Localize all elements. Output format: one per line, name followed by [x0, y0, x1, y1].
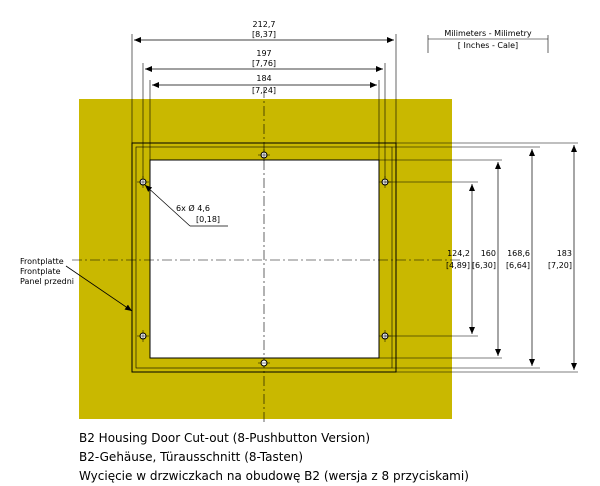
hole-callout: 6x Ø 4,6 [0,18]: [144, 184, 228, 227]
dim-height-inner-mm: 124,2: [447, 249, 470, 258]
dim-width-mid: 197 [7,76]: [145, 49, 383, 72]
dim-height-a: 160 [6,30]: [472, 162, 501, 356]
dim-height-c-in: [7,20]: [548, 261, 572, 270]
dim-height-b-mm: 168,6: [507, 249, 530, 258]
dim-width-outer: 212,7 [8,37]: [134, 20, 394, 43]
caption-german: B2-Gehäuse, Türausschnitt (8-Tasten): [79, 450, 304, 464]
frontplate-label-de: Frontplatte: [20, 257, 64, 266]
dim-height-inner: 124,2 [4,89]: [446, 184, 475, 334]
dim-width-inner: 184 [7,24]: [152, 74, 377, 95]
dim-height-c: 183 [7,20]: [548, 145, 577, 370]
dim-width-outer-in: [8,37]: [252, 30, 276, 39]
hole-callout-in: [0,18]: [196, 215, 220, 224]
dim-height-a-in: [6,30]: [472, 261, 496, 270]
legend-mm: Milimeters - Milimetry: [444, 29, 531, 38]
dim-width-inner-in: [7,24]: [252, 86, 276, 95]
frontplate-label-en: Frontplate: [20, 267, 61, 276]
dim-height-b: 168,6 [6,64]: [506, 149, 535, 366]
dim-width-mid-in: [7,76]: [252, 59, 276, 68]
dim-height-inner-in: [4,89]: [446, 261, 470, 270]
dim-height-b-in: [6,64]: [506, 261, 530, 270]
dim-height-c-mm: 183: [557, 249, 572, 258]
dim-width-inner-mm: 184: [256, 74, 271, 83]
units-legend: Milimeters - Milimetry [ Inches - Cale]: [427, 29, 549, 53]
legend-in: [ Inches - Cale]: [458, 41, 518, 50]
dim-width-outer-mm: 212,7: [253, 20, 276, 29]
door-cutout: [149, 159, 380, 359]
hole-callout-mm: 6x Ø 4,6: [176, 203, 210, 213]
caption-english: B2 Housing Door Cut-out (8-Pushbutton Ve…: [79, 431, 370, 445]
caption-polish: Wycięcie w drzwiczkach na obudowę B2 (we…: [79, 469, 469, 483]
frontplate-label-pl: Panel przedni: [20, 277, 74, 286]
dim-height-a-mm: 160: [481, 249, 496, 258]
frontplate-callout: Frontplatte Frontplate Panel przedni: [20, 257, 133, 312]
dim-width-mid-mm: 197: [256, 49, 271, 58]
